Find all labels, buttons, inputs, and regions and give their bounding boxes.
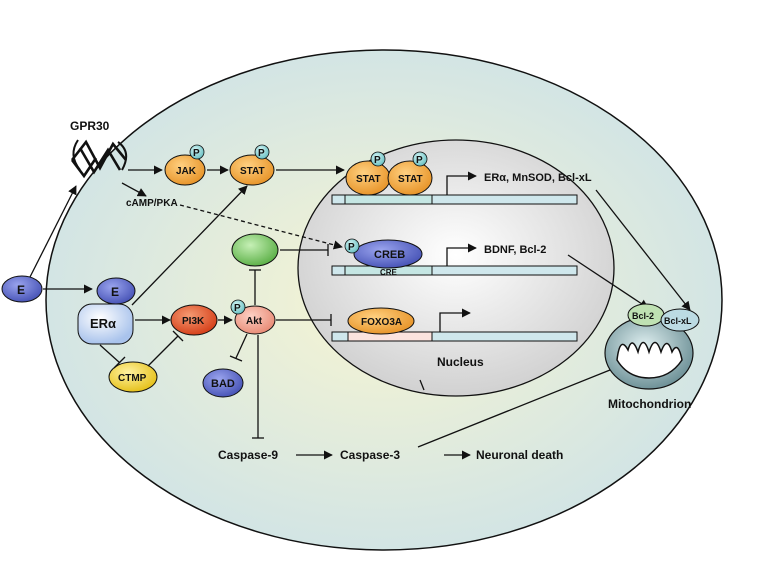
stat-dimer-left: STAT	[345, 160, 391, 196]
svg-text:P: P	[416, 155, 423, 166]
svg-text:Akt: Akt	[246, 316, 263, 327]
stat-phospho: P	[254, 144, 270, 160]
svg-text:FOXO3A: FOXO3A	[361, 317, 402, 328]
gene-set-2-label: BDNF, Bcl-2	[484, 244, 546, 256]
caspase9-label: Caspase-9	[218, 448, 278, 462]
mitochondrion-label: Mitochondrion	[608, 397, 691, 411]
stat-dimer-phospho-right: P	[412, 151, 428, 167]
gpr30-receptor	[70, 139, 128, 179]
svg-text:BAD: BAD	[211, 378, 235, 390]
stat-dimer-right: STAT	[387, 160, 433, 196]
svg-text:P: P	[374, 155, 381, 166]
gene-set-1-label: ERα, MnSOD, Bcl-xL	[484, 172, 592, 184]
akt-phospho: P	[230, 299, 246, 315]
cre-label: CRE	[380, 268, 398, 277]
akt-node: Akt	[234, 305, 276, 335]
ctmp-node: CTMP	[108, 361, 158, 393]
svg-text:JAK: JAK	[176, 166, 197, 177]
green-node	[231, 233, 279, 267]
estrogen-outside-node: E	[1, 275, 43, 303]
camp-pka-label: cAMP/PKA	[126, 198, 178, 209]
bad-node: BAD	[202, 368, 244, 398]
dna-strand-2: CRE	[331, 265, 578, 277]
mitochondrion	[604, 316, 694, 390]
stat-dimer-phospho-left: P	[370, 151, 386, 167]
jak-phospho: P	[189, 144, 205, 160]
svg-text:PI3K: PI3K	[182, 316, 205, 327]
er-alpha-node: ERα	[77, 303, 134, 345]
creb-node: CREB	[353, 239, 423, 269]
gpr30-label: GPR30	[70, 119, 110, 133]
svg-text:STAT: STAT	[356, 174, 381, 185]
foxo3a-node: FOXO3A	[347, 307, 415, 335]
neuronal-death-label: Neuronal death	[476, 448, 563, 462]
svg-text:E: E	[17, 283, 25, 297]
creb-phospho: P	[344, 238, 360, 254]
svg-text:P: P	[193, 148, 200, 159]
caspase3-label: Caspase-3	[340, 448, 400, 462]
svg-text:P: P	[234, 303, 241, 314]
svg-text:P: P	[348, 242, 355, 253]
svg-text:Bcl-xL: Bcl-xL	[664, 316, 692, 326]
bclxl-node: Bcl-xL	[660, 308, 700, 332]
svg-text:E: E	[111, 285, 119, 299]
svg-text:CREB: CREB	[374, 249, 405, 261]
dna-strand-1	[331, 194, 578, 205]
svg-text:STAT: STAT	[398, 174, 423, 185]
svg-text:Bcl-2: Bcl-2	[632, 311, 654, 321]
svg-text:P: P	[258, 148, 265, 159]
nucleus-label: Nucleus	[437, 355, 484, 369]
bcl2-node: Bcl-2	[627, 303, 665, 327]
pi3k-node: PI3K	[170, 304, 218, 336]
stat-node: STAT	[229, 154, 275, 186]
estrogen-bound-node: E	[96, 277, 136, 305]
svg-text:ERα: ERα	[90, 316, 116, 331]
jak-node: JAK	[164, 154, 206, 186]
svg-text:STAT: STAT	[240, 166, 265, 177]
svg-text:CTMP: CTMP	[118, 373, 147, 384]
